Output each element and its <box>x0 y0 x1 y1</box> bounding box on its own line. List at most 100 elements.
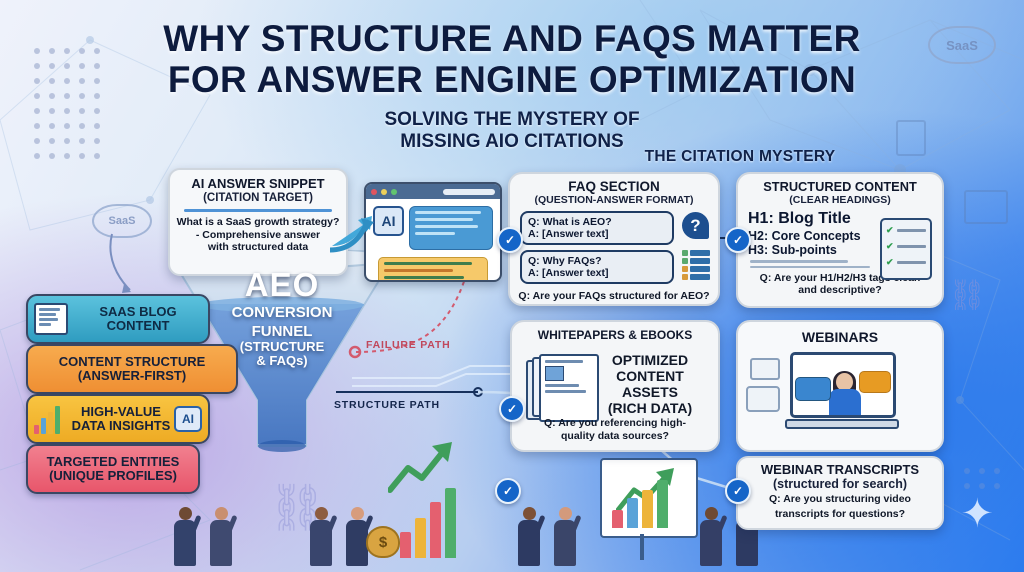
browser-address-bar[interactable] <box>443 188 495 195</box>
people-group-left <box>168 462 288 572</box>
person-figure <box>518 507 546 566</box>
document-deco-icon <box>896 120 926 156</box>
whitepapers-ebooks-card[interactable]: WHITEPAPERS & EBOOKS OPTIMIZED CONTENT A… <box>510 320 720 452</box>
faq-check-badge: ✓ <box>497 227 523 253</box>
presentation-chart-deco-icon <box>964 190 1008 224</box>
pill-targeted-entities[interactable]: TARGETED ENTITIES (UNIQUE PROFILES) <box>26 444 200 494</box>
person-figure <box>210 507 238 566</box>
pill3-line2: (UNIQUE PROFILES) <box>49 468 177 483</box>
faq-item-2[interactable]: Q: Why FAQs? A: [Answer text] <box>520 250 674 284</box>
pill2-line2: DATA INSIGHTS <box>71 418 171 433</box>
faq-section-card[interactable]: FAQ SECTION (QUESTION-ANSWER FORMAT) Q: … <box>508 172 720 306</box>
heading-h3-label: H3: Sub-points <box>748 243 837 257</box>
easel-leg <box>640 534 644 560</box>
webinars-card[interactable]: WEBINARS <box>736 320 944 452</box>
laptop-webinar-icon <box>785 352 899 429</box>
person-figure <box>346 507 374 566</box>
faq-item-1[interactable]: Q: What is AEO? A: [Answer text] <box>520 211 674 245</box>
whitepapers-text-line-2: CONTENT <box>616 368 684 384</box>
pill-saas-blog-content-label: SAAS BLOG CONTENT <box>68 305 208 333</box>
page-title-line-2: FOR ANSWER ENGINE OPTIMIZATION <box>167 59 857 100</box>
saas-cloud-left-label: SaaS <box>108 215 136 227</box>
structure-path-label: STRUCTURE PATH <box>334 399 440 411</box>
webinar-transcripts-card[interactable]: WEBINAR TRANSCRIPTS (structured for sear… <box>736 456 944 530</box>
person-figure <box>554 507 582 566</box>
cloud-arrow-icon <box>109 233 131 293</box>
browser-minimize-dot-icon[interactable] <box>381 188 387 195</box>
whitepapers-question-line-1: Q: Are you referencing high- <box>544 417 686 429</box>
ai-snippet-body-line-2: - Comprehensive answer <box>195 228 321 241</box>
structured-check-badge: ✓ <box>725 227 751 253</box>
whitepapers-check-badge: ✓ <box>499 396 525 422</box>
webinars-card-title: WEBINARS <box>801 329 879 345</box>
ai-answer-bubble <box>409 206 493 250</box>
bar-chart-icon <box>34 404 68 434</box>
whitepapers-text-line-3: ASSETS <box>621 384 678 400</box>
pill2-line1: HIGH-VALUE <box>81 404 161 419</box>
faq-item-2-answer: A: [Answer text] <box>528 267 609 279</box>
document-stack-icon <box>526 354 599 422</box>
snippet-to-browser-arrow-icon <box>330 216 374 253</box>
ai-snippet-body-line-3: with structured data <box>207 241 309 253</box>
sparkle-icon: ✦ <box>960 492 994 536</box>
browser-maximize-dot-icon[interactable] <box>391 188 397 195</box>
pill-high-value-data-insights[interactable]: HIGH-VALUE DATA INSIGHTS AI <box>26 394 210 444</box>
whitepapers-text-line-1: OPTIMIZED <box>611 352 689 368</box>
pill3-line1: TARGETED ENTITIES <box>46 454 180 469</box>
transcripts-question-line-2: transcripts for questions? <box>774 507 906 520</box>
transcripts-card-subtitle: (structured for search) <box>772 477 908 491</box>
browser-close-dot-icon[interactable] <box>371 188 377 195</box>
transcripts-check-badge: ✓ <box>725 478 751 504</box>
faq-item-1-answer: A: [Answer text] <box>528 228 609 240</box>
section-label-citation-mystery: THE CITATION MYSTERY <box>644 148 836 165</box>
structured-list-icon <box>682 250 710 280</box>
pill-targeted-entities-label: TARGETED ENTITIES (UNIQUE PROFILES) <box>28 455 198 483</box>
ai-snippet-divider <box>184 209 332 212</box>
heading-h1-label: H1: Blog Title <box>748 210 851 227</box>
browser-content: AI <box>366 199 500 280</box>
person-figure <box>700 507 728 566</box>
pill1-line1: CONTENT STRUCTURE <box>58 354 206 369</box>
webinar-chat-bubble-blue <box>795 377 831 401</box>
question-mark-icon: ? <box>682 212 709 239</box>
structured-content-card[interactable]: STRUCTURED CONTENT (CLEAR HEADINGS) H1: … <box>736 172 944 308</box>
failure-path-label: FAILURE PATH <box>366 339 451 351</box>
faq-item-1-question: Q: What is AEO? <box>528 216 612 228</box>
structured-card-title: STRUCTURED CONTENT <box>763 179 917 194</box>
person-figure <box>310 507 338 566</box>
page-subtitle-line-2: MISSING AIO CITATIONS <box>400 131 624 152</box>
whitepapers-card-text: OPTIMIZED CONTENT ASSETS (RICH DATA) <box>592 352 708 416</box>
body-lines-placeholder <box>750 260 890 268</box>
ai-browser-mockup[interactable]: AI <box>364 182 502 282</box>
whitepapers-card-title: WHITEPAPERS & EBOOKS <box>537 328 693 342</box>
monitor-side-icon <box>750 358 780 380</box>
ai-chip-icon: AI <box>174 406 202 432</box>
ai-answer-snippet-card[interactable]: AI ANSWER SNIPPET (CITATION TARGET) What… <box>168 168 348 276</box>
ai-snippet-body-line-1: What is a SaaS growth strategy? <box>176 216 340 228</box>
ai-badge-icon: AI <box>373 206 404 236</box>
person-figure <box>174 507 202 566</box>
chat-side-icon <box>746 386 780 412</box>
pill-content-structure[interactable]: CONTENT STRUCTURE (ANSWER-FIRST) <box>26 344 238 394</box>
money-bag-icon: $ <box>366 526 400 558</box>
whitepapers-question: Q: Are you referencing high- quality dat… <box>518 417 712 442</box>
newspaper-icon <box>34 303 68 335</box>
ai-snippet-subtitle: (CITATION TARGET) <box>203 192 313 204</box>
growth-arrow-icon-left <box>388 442 452 493</box>
pill1-line2: (ANSWER-FIRST) <box>77 368 187 383</box>
webinar-host-avatar <box>825 371 865 415</box>
pill0-line1: SAAS BLOG <box>99 304 177 319</box>
people-group-right <box>512 462 632 572</box>
faq-card-subtitle: (QUESTION-ANSWER FORMAT) <box>534 194 694 206</box>
saas-cloud-right-label: SaaS <box>946 37 978 53</box>
pill-saas-blog-content[interactable]: SAAS BLOG CONTENT <box>26 294 210 344</box>
browser-title-bar <box>366 184 500 199</box>
clipboard-checklist-icon: ✔✔✔ <box>880 218 932 280</box>
people-group-center <box>304 462 434 572</box>
faq-card-title: FAQ SECTION <box>568 179 660 194</box>
page-subtitle-line-1: SOLVING THE MYSTERY OF <box>384 109 640 130</box>
webinar-chat-bubble-orange <box>859 371 891 393</box>
page-title-line-1: WHY STRUCTURE AND FAQS MATTER <box>163 18 861 59</box>
whitepapers-text-line-4: (RICH DATA) <box>607 400 693 416</box>
whitepapers-question-line-2: quality data sources? <box>561 429 669 442</box>
